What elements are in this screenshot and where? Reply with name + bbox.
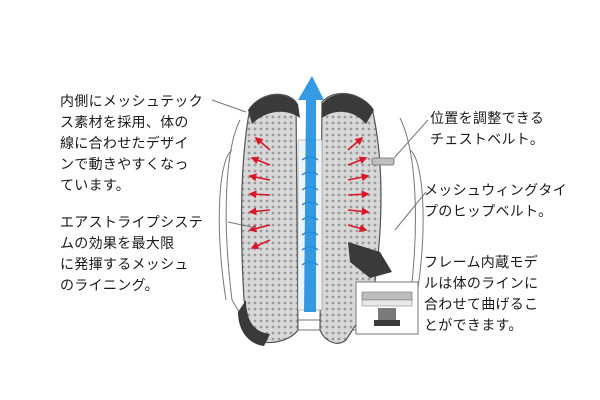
frame-inset bbox=[355, 281, 419, 335]
heat-vent-arrows bbox=[248, 136, 370, 250]
annotation-mesh-lining: 内側にメッシュテック ス素材を採用、体の 線に合わせたデザイ ンで動きやすくなっ… bbox=[60, 94, 203, 194]
chest-belt bbox=[371, 157, 395, 166]
annotation-chest-belt: 位置を調整できる チェストベルト。 bbox=[430, 111, 545, 148]
annotation-hip-belt: メッシュウィングタイ プのヒップベルト。 bbox=[424, 183, 567, 220]
leader-lines bbox=[211, 99, 429, 231]
airflow-arrow bbox=[298, 76, 324, 312]
left-shoulder-strap bbox=[238, 93, 300, 346]
annotation-air-stripe: エアストライプシステ ムの効果を最大限 に発揮するメッシュ のライニング。 bbox=[60, 215, 203, 294]
right-shoulder-strap bbox=[319, 92, 392, 344]
annotation-frame: フレーム内蔵モデ ルは体のラインに 合わせて曲げるこ とができます。 bbox=[424, 255, 539, 334]
